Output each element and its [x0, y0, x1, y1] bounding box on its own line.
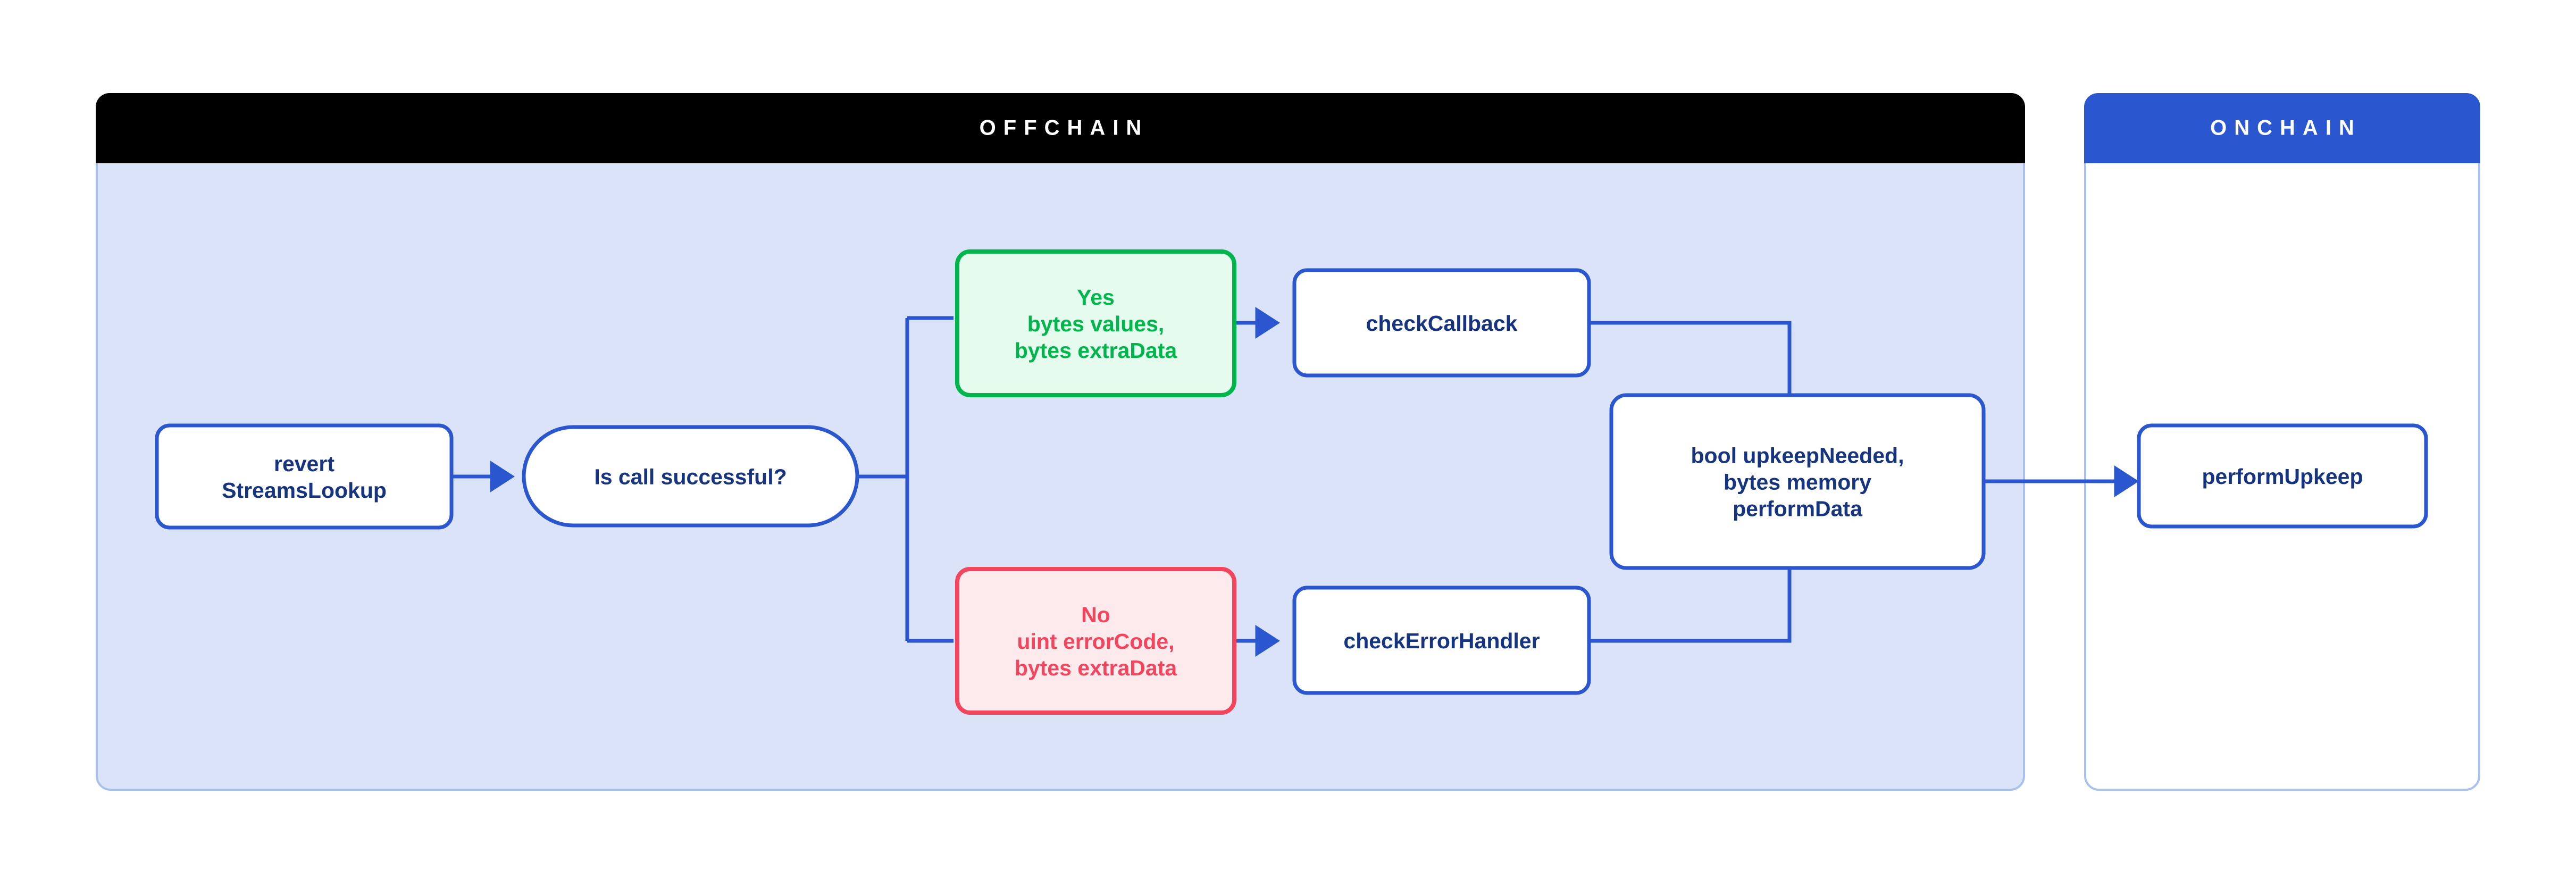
node-perform-upkeep[interactable]: performUpkeep: [2137, 423, 2428, 529]
connector-yes-to-check-callback: [1234, 307, 1280, 339]
connector-decision-split: [857, 316, 954, 643]
connector-revert-to-decision: [451, 461, 515, 492]
node-is-call-successful[interactable]: Is call successful?: [522, 425, 859, 528]
node-bool-upkeep-needed[interactable]: bool upkeepNeeded,bytes memoryperformDat…: [1609, 393, 1986, 570]
node-label-is-call-successful-line-0: Is call successful?: [594, 465, 787, 489]
node-label-yes-branch-line-0: Yes: [1077, 285, 1115, 310]
panels-layer: OFFCHAIN ONCHAIN: [96, 93, 2480, 791]
node-shape-no-branch: [955, 567, 1236, 715]
node-shape-check-callback: [1292, 268, 1591, 378]
panel-title-onchain: ONCHAIN: [2210, 116, 2362, 140]
node-label-bool-upkeep-needed-line-2: performData: [1733, 497, 1863, 521]
connector-line-check-callback-to-bool: [1589, 321, 1792, 395]
arrowhead-icon-bool-to-perform-upkeep: [2114, 465, 2139, 497]
arrowhead-icon-no-to-check-error-handler: [1255, 625, 1280, 657]
node-shape-check-error-handler: [1292, 586, 1591, 695]
connector-check-callback-to-bool: [1589, 321, 1792, 395]
node-label-no-branch-line-1: uint errorCode,: [1017, 629, 1174, 654]
node-shape-perform-upkeep: [2137, 423, 2428, 529]
connectors-layer: [451, 307, 2139, 657]
node-check-callback[interactable]: checkCallback: [1292, 268, 1591, 378]
node-shape-revert-streams-lookup: [155, 423, 454, 530]
connector-line-decision-split: [857, 316, 954, 643]
node-label-bool-upkeep-needed-line-0: bool upkeepNeeded,: [1691, 444, 1904, 468]
panel-title-offchain: OFFCHAIN: [980, 116, 1149, 140]
node-label-check-error-handler-line-0: checkErrorHandler: [1343, 629, 1540, 653]
node-shape-is-call-successful: [522, 425, 859, 528]
node-shape-yes-branch: [955, 249, 1236, 397]
connector-check-error-handler-to-bool: [1589, 568, 1792, 643]
connector-no-to-check-error-handler: [1234, 625, 1280, 657]
node-label-no-branch-line-0: No: [1081, 603, 1110, 627]
node-label-bool-upkeep-needed-line-1: bytes memory: [1724, 470, 1871, 495]
node-label-yes-branch-line-2: bytes extraData: [1015, 338, 1178, 363]
node-check-error-handler[interactable]: checkErrorHandler: [1292, 586, 1591, 695]
connector-line-check-error-handler-to-bool: [1589, 568, 1792, 643]
panel-header-onchain: [2084, 93, 2480, 163]
panel-header-offchain: [96, 93, 2025, 163]
arrowhead-icon-revert-to-decision: [490, 461, 515, 492]
node-label-perform-upkeep-line-0: performUpkeep: [2202, 464, 2363, 489]
node-label-no-branch-line-2: bytes extraData: [1015, 656, 1178, 680]
connector-bool-to-perform-upkeep: [1984, 465, 2139, 497]
node-shape-bool-upkeep-needed: [1609, 393, 1986, 570]
arrowhead-icon-yes-to-check-callback: [1255, 307, 1280, 339]
node-label-revert-streams-lookup-line-0: revert: [274, 452, 334, 476]
node-label-yes-branch-line-1: bytes values,: [1027, 312, 1165, 336]
node-label-revert-streams-lookup-line-1: StreamsLookup: [222, 478, 387, 503]
node-label-check-callback-line-0: checkCallback: [1366, 311, 1518, 336]
